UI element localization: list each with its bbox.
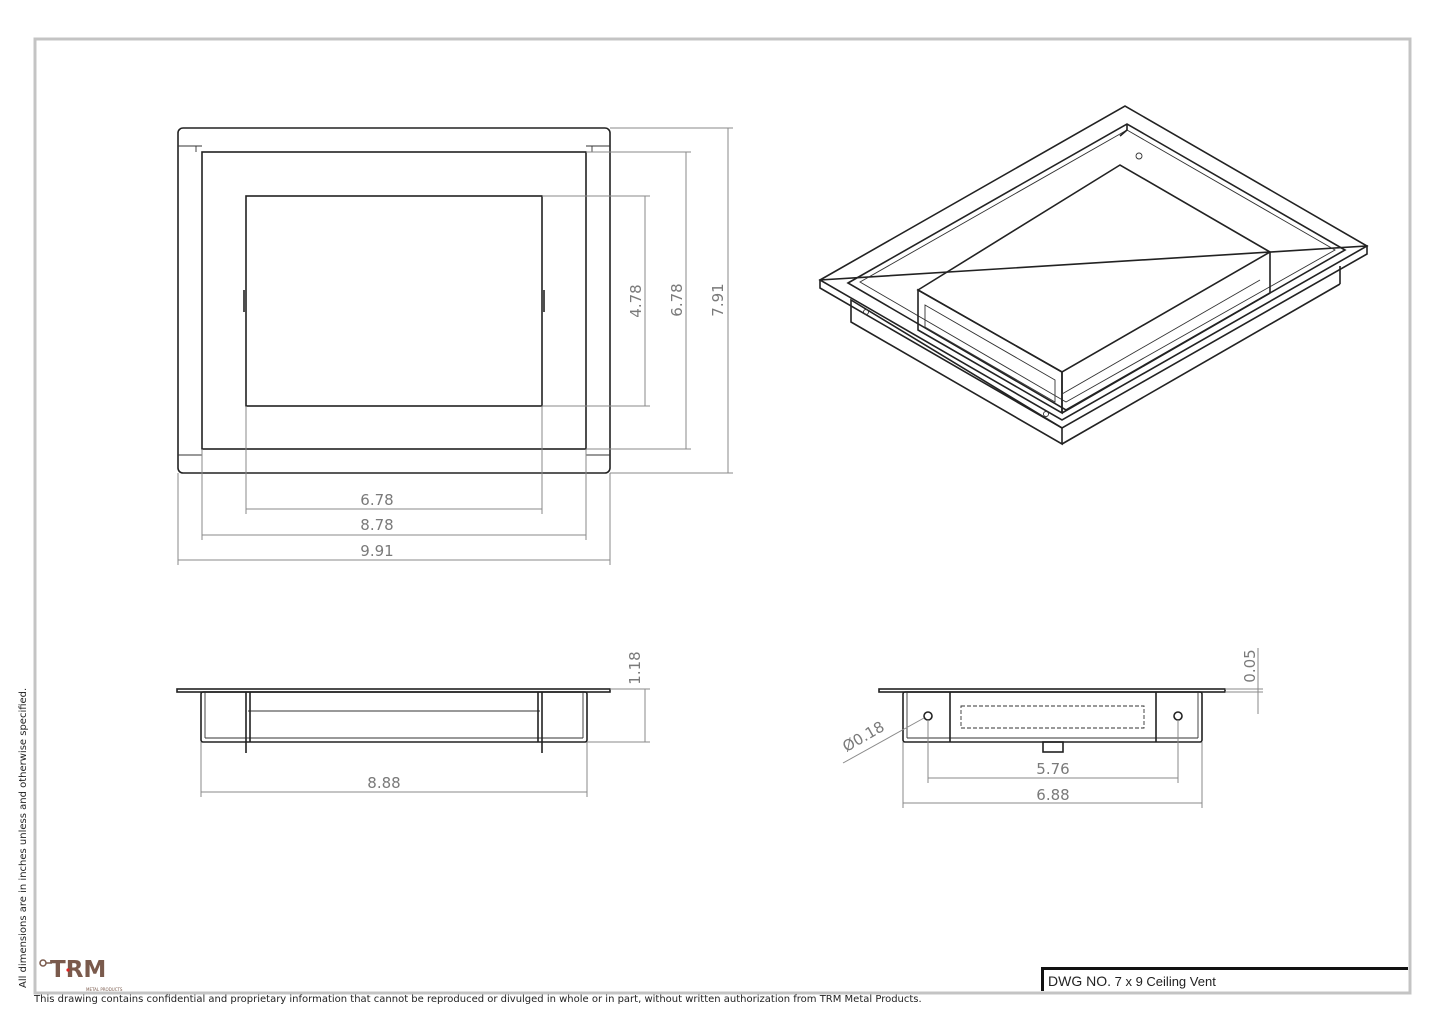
dim-flange-height: 6.78 <box>668 283 686 316</box>
logo-subtext: METAL PRODUCTS <box>86 987 123 992</box>
dim-outer-width: 9.91 <box>360 542 393 560</box>
dim-width: 8.88 <box>367 774 400 792</box>
dwg-number-label: DWG NO. <box>1048 973 1111 989</box>
side-view: 0.05 Ø0.18 5.76 6.88 <box>839 648 1263 808</box>
dim-width: 6.88 <box>1036 786 1069 804</box>
logo-text: TRM <box>50 957 106 983</box>
sheet-border <box>33 37 1412 995</box>
front-view: 1.18 8.88 <box>176 651 650 797</box>
dim-outer-height: 7.91 <box>709 283 727 316</box>
dim-hole-diameter: Ø0.18 <box>839 718 887 756</box>
dim-height: 1.18 <box>626 651 644 684</box>
dim-flange-width: 8.78 <box>360 516 393 534</box>
title-block: DWG NO. 7 x 9 Ceiling Vent <box>1041 967 1408 991</box>
confidentiality-notice: This drawing contains confidential and p… <box>34 994 922 1005</box>
trm-logo: TRM METAL PRODUCTS <box>38 955 128 993</box>
dwg-title: 7 x 9 Ceiling Vent <box>1114 974 1216 989</box>
top-view: 4.78 6.78 7.91 6.78 8.78 9.91 <box>177 127 733 565</box>
dim-hole-spacing: 5.76 <box>1036 760 1069 778</box>
dim-flange-thickness: 0.05 <box>1241 649 1259 682</box>
units-note: All dimensions are in inches unless and … <box>18 687 29 988</box>
dim-inner-width: 6.78 <box>360 491 393 509</box>
isometric-view <box>818 105 1369 446</box>
dim-inner-height: 4.78 <box>627 284 645 317</box>
